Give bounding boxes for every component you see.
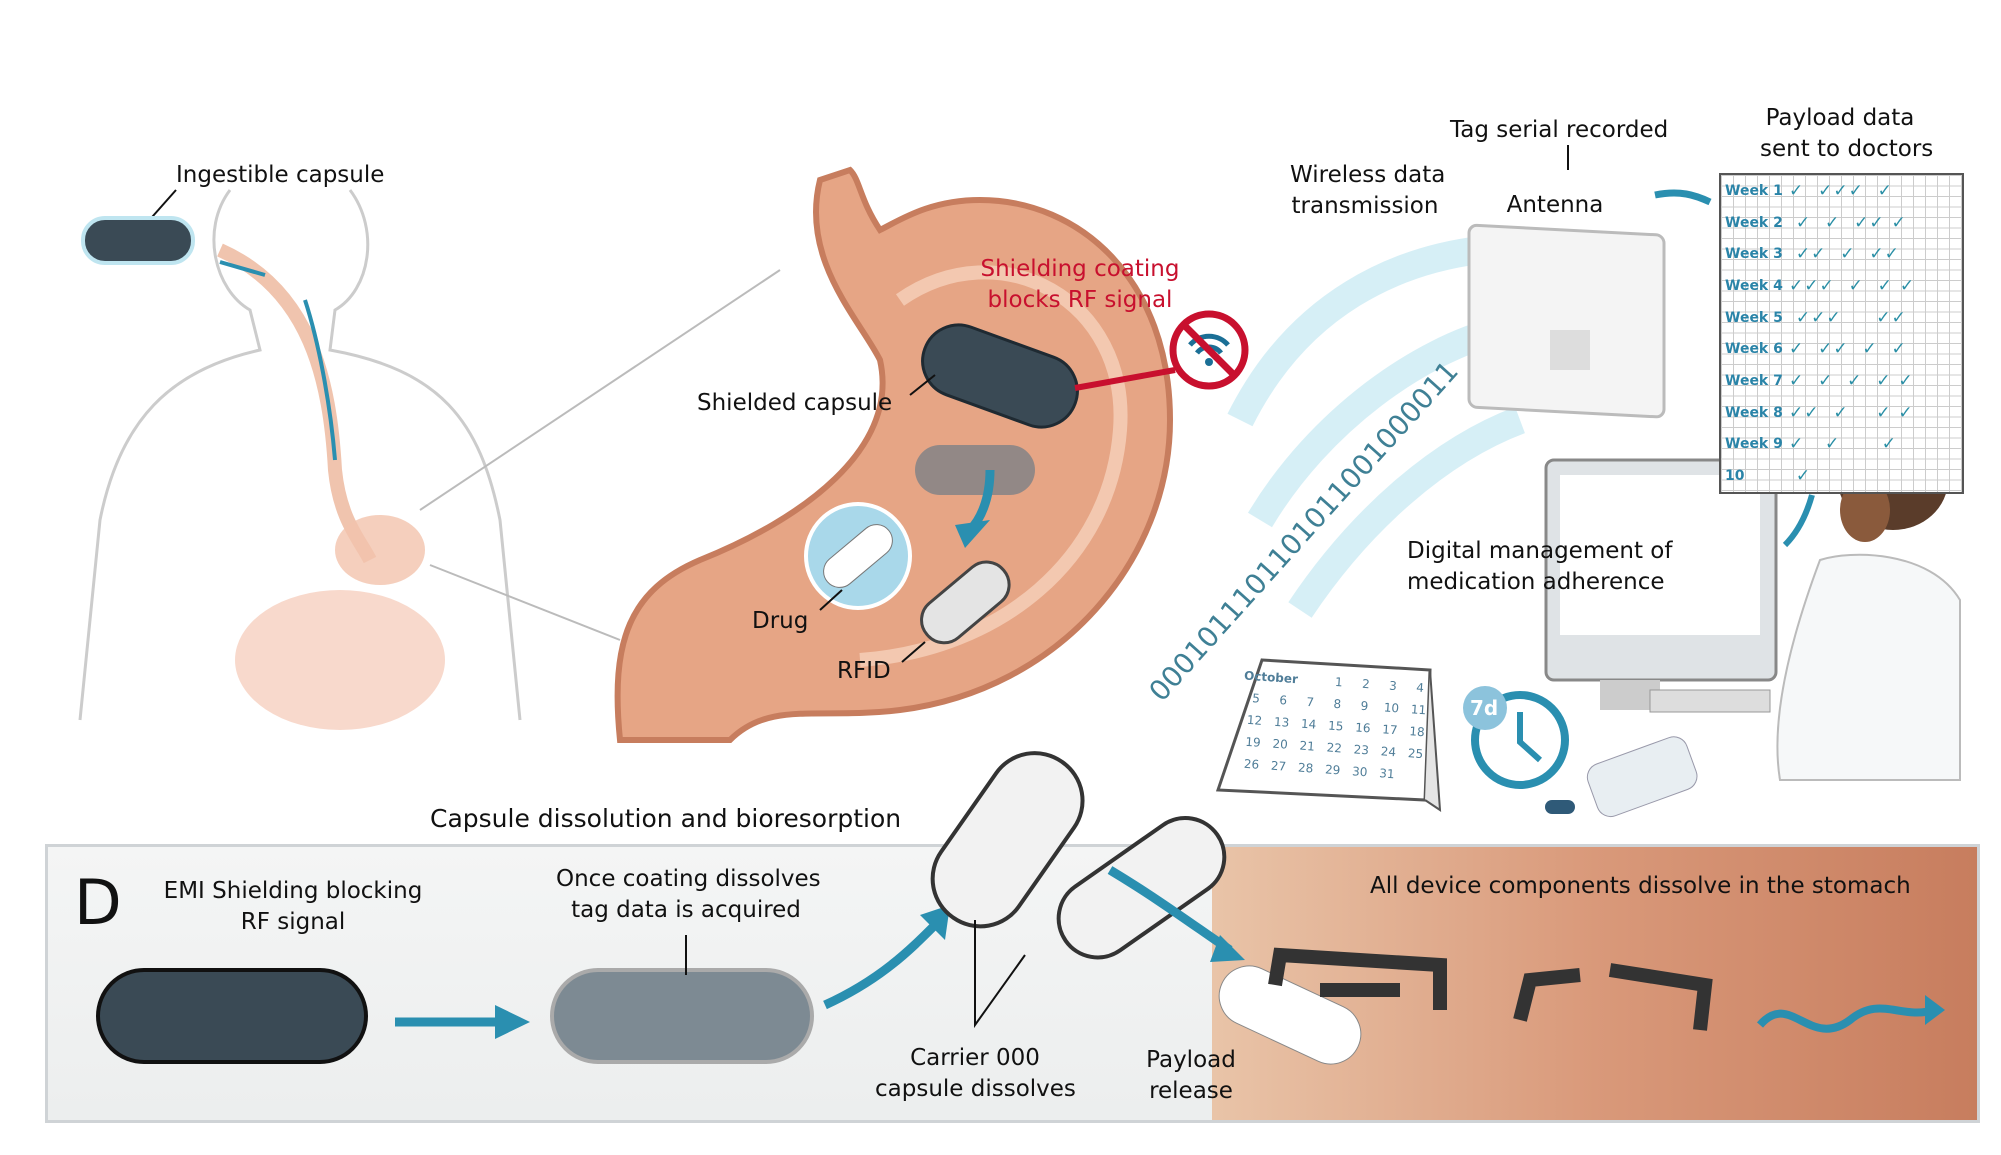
adherence-table: Week 1✓ ✓✓✓ ✓Week 2 ✓ ✓ ✓✓ ✓Week 3 ✓✓ ✓ … xyxy=(1719,173,1964,494)
emi-capsule xyxy=(96,968,368,1064)
label-line: Carrier 000 xyxy=(910,1045,1040,1071)
arrow-to-table xyxy=(1654,189,1712,206)
label-line: release xyxy=(1149,1078,1233,1104)
label-line: Payload xyxy=(1146,1047,1236,1073)
doctor-coat xyxy=(1776,553,1961,781)
arrow-to-monitor xyxy=(1782,494,1815,548)
week-label: Week 3 xyxy=(1725,246,1783,263)
label-line: EMI Shielding blocking xyxy=(163,878,423,904)
label-line: capsule dissolves xyxy=(875,1076,1076,1102)
panel-letter: D xyxy=(74,866,122,939)
week-checks: ✓✓✓ ✓✓ xyxy=(1789,307,1907,328)
week-checks: ✓✓ ✓ ✓ ✓ xyxy=(1789,402,1914,423)
week-checks: ✓ xyxy=(1789,466,1812,487)
label-ingestible-capsule: Ingestible capsule xyxy=(176,162,385,188)
table-row: Week 7 ✓ ✓ ✓ ✓ ✓ xyxy=(1721,365,1962,397)
label-carrier: Carrier 000 capsule dissolves xyxy=(875,1043,1076,1105)
table-row: Week 9 ✓ ✓ ✓ xyxy=(1721,429,1962,461)
dissolution-title: Capsule dissolution and bioresorption xyxy=(430,804,902,833)
zoom-lines xyxy=(419,269,781,641)
week-label: Week 4 xyxy=(1725,277,1783,294)
table-row: Week 2 ✓ ✓ ✓✓ ✓ xyxy=(1721,207,1962,239)
body-outline xyxy=(78,189,522,721)
arrow-2 xyxy=(823,921,939,1010)
label-shielding-coating: Shielding coating blocks RF signal xyxy=(980,254,1180,316)
week-checks: ✓ ✓✓ ✓ ✓ xyxy=(1789,339,1907,360)
week-label: Week 5 xyxy=(1725,309,1783,326)
antenna-panel xyxy=(1467,223,1666,419)
drug-pill xyxy=(823,524,893,588)
label-once-coating: Once coating dissolves tag data is acqui… xyxy=(556,864,821,926)
table-row: Week 6 ✓ ✓✓ ✓ ✓ xyxy=(1721,333,1962,365)
dissolving-coating-capsule xyxy=(550,968,814,1064)
label-line: RF signal xyxy=(240,909,346,935)
table-row: Week 1 ✓ ✓✓✓ ✓ xyxy=(1721,175,1962,207)
label-line: Shielding coating xyxy=(980,256,1180,282)
keyboard xyxy=(1649,689,1771,713)
dissolving-capsule xyxy=(915,445,1035,495)
week-checks: ✓ ✓✓✓ ✓ xyxy=(1789,180,1893,201)
label-shielded-capsule: Shielded capsule xyxy=(697,390,893,416)
shielded-capsule xyxy=(921,323,1079,429)
label-line: tag data is acquired xyxy=(571,897,801,923)
clock-badge: 7d xyxy=(1470,696,1499,720)
label-digital-management: Digital management of medication adheren… xyxy=(1407,536,1672,598)
label-rfid: RFID xyxy=(837,658,891,684)
label-all-dissolve: All device components dissolve in the st… xyxy=(1370,873,1911,899)
label-line: medication adherence xyxy=(1407,569,1665,595)
table-row: Week 4 ✓✓✓ ✓ ✓ ✓ xyxy=(1721,270,1962,302)
week-checks: ✓ ✓ ✓ ✓ ✓ xyxy=(1789,370,1914,391)
label-line: Wireless data xyxy=(1290,162,1446,188)
dissolving-frame-1 xyxy=(1268,947,1447,1010)
arrow-wave xyxy=(1756,1004,1937,1033)
week-label: Week 8 xyxy=(1725,404,1783,421)
label-line: Once coating dissolves xyxy=(556,866,821,892)
week-checks: ✓ ✓ ✓ xyxy=(1789,434,1897,455)
week-label: Week 9 xyxy=(1725,436,1783,453)
table-row: Week 8 ✓✓ ✓ ✓ ✓ xyxy=(1721,397,1962,429)
week-checks: ✓ ✓ ✓✓ ✓ xyxy=(1789,212,1907,233)
label-line: blocks RF signal xyxy=(987,287,1173,313)
small-stomach xyxy=(335,515,425,585)
arrow-path-esophagus xyxy=(219,260,337,461)
dissolving-frame-2 xyxy=(1513,963,1713,1031)
label-payload-sent: Payload data sent to doctors xyxy=(1760,103,1934,165)
table-row: Week 3 ✓✓ ✓ ✓✓ xyxy=(1721,238,1962,270)
label-tag-serial: Tag serial recorded xyxy=(1450,117,1669,143)
label-payload-release: Payload release xyxy=(1131,1045,1251,1107)
ingestible-capsule xyxy=(81,216,195,265)
label-emi-shielding: EMI Shielding blocking RF signal xyxy=(138,876,448,938)
week-label: Week 2 xyxy=(1725,214,1783,231)
table-row: 10 ✓ xyxy=(1721,460,1962,492)
rfid-capsule xyxy=(920,560,1011,645)
label-line: sent to doctors xyxy=(1760,136,1934,162)
label-line: transmission xyxy=(1291,193,1439,219)
carrier-capsule-open xyxy=(930,751,1085,929)
label-line: Digital management of xyxy=(1407,538,1673,564)
week-label: 10 xyxy=(1725,468,1745,485)
week-checks: ✓✓ ✓ ✓✓ xyxy=(1789,244,1900,265)
intestines xyxy=(235,590,445,730)
week-label: Week 1 xyxy=(1725,182,1783,199)
pill-bottle xyxy=(1586,736,1698,818)
week-label: Week 6 xyxy=(1725,341,1783,358)
week-label: Week 7 xyxy=(1725,372,1783,389)
label-antenna: Antenna xyxy=(1506,192,1604,218)
label-line: Payload data xyxy=(1765,105,1915,131)
table-row: Week 5 ✓✓✓ ✓✓ xyxy=(1721,302,1962,334)
payload-pill xyxy=(1218,965,1362,1065)
week-checks: ✓✓✓ ✓ ✓ ✓ xyxy=(1789,275,1916,296)
label-drug: Drug xyxy=(752,608,809,634)
label-wireless: Wireless data transmission xyxy=(1290,160,1446,222)
doctor-face xyxy=(1840,478,1890,542)
